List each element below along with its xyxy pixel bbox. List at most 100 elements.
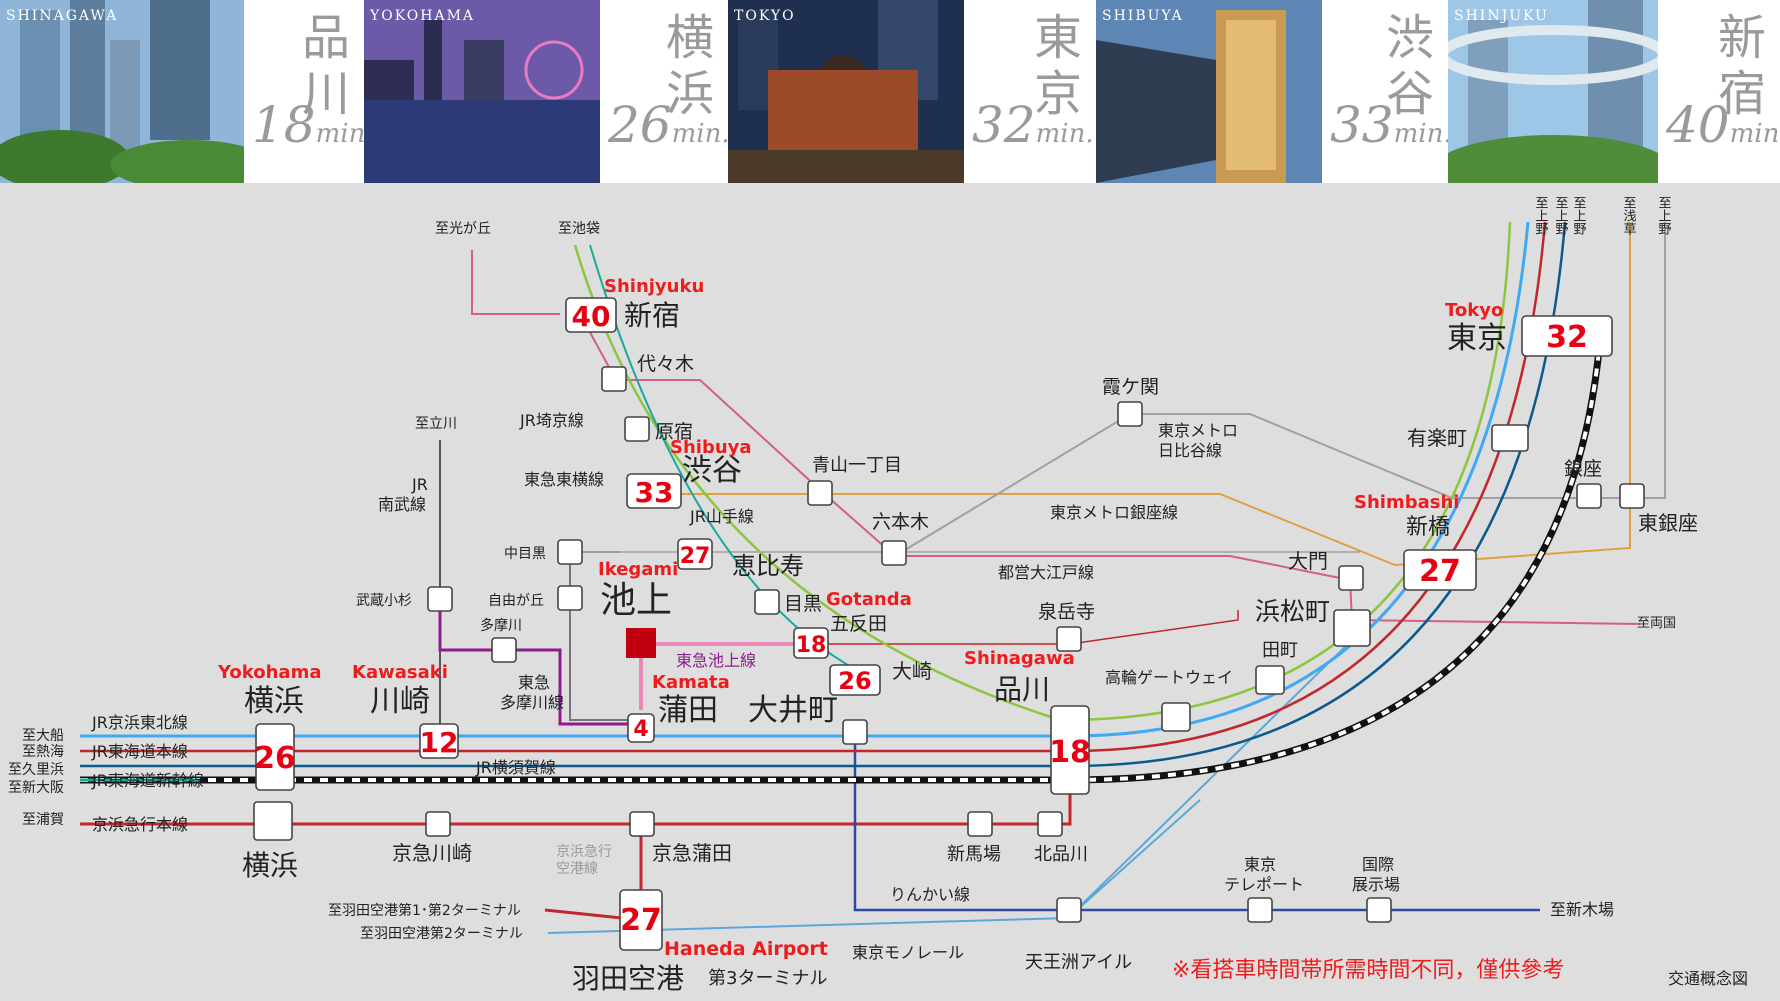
line-keikyu: 京浜急行本線 bbox=[92, 815, 188, 834]
station-ebisu: 恵比寿 bbox=[732, 552, 804, 580]
dir-ueno-c: 至上野 bbox=[1571, 196, 1587, 235]
station-shimbashi: 新橋 bbox=[1406, 515, 1450, 540]
station-musashikosugi: 武蔵小杉 bbox=[356, 593, 412, 609]
station-tamachi: 田町 bbox=[1262, 640, 1298, 661]
shinagawa-photo: SHINAGAWA bbox=[0, 0, 244, 183]
yokohama-time-card: 横浜 26min. bbox=[600, 0, 728, 183]
rinkai-line bbox=[855, 730, 1540, 910]
shinkansen-dash bbox=[80, 340, 1600, 780]
station-ginza: 銀座 bbox=[1564, 458, 1602, 480]
line-saikyo: JR埼京線 bbox=[519, 411, 584, 430]
home-marker bbox=[626, 628, 656, 658]
station-marker-yoyogi bbox=[602, 367, 626, 391]
en-shinjuku: Shinjyuku bbox=[604, 276, 704, 297]
time-kawasaki: 12 bbox=[420, 726, 459, 759]
time-tokyo: 32 bbox=[1546, 320, 1588, 355]
shibuya-photo: SHIBUYA bbox=[1096, 0, 1322, 183]
time-shibuya: 33 bbox=[635, 476, 674, 509]
station-marker-keikyu-kawasaki bbox=[426, 812, 450, 836]
station-sengakuji: 泉岳寺 bbox=[1038, 601, 1095, 623]
line-tokaido: JR東海道本線 bbox=[91, 742, 188, 761]
shibuya-time-card: 渋谷 33min. bbox=[1322, 0, 1448, 183]
time-yokohama: 26 bbox=[254, 741, 296, 776]
station-oimachi: 大井町 bbox=[748, 693, 838, 728]
dir-haneda-t12: 至羽田空港第1･第2ターミナル bbox=[328, 902, 521, 919]
station-marker-harajuku bbox=[625, 417, 649, 441]
en-shibuya: Shibuya bbox=[670, 437, 752, 458]
tokyo-photo: TOKYO bbox=[728, 0, 964, 183]
station-marker-daimon bbox=[1339, 566, 1363, 590]
station-keikyu-kawasaki: 京急川崎 bbox=[392, 841, 472, 865]
dir-haneda-t2: 至羽田空港第2ターミナル bbox=[360, 925, 523, 942]
banner-minutes: 32min. bbox=[972, 96, 1094, 154]
station-kawasaki: 川崎 bbox=[370, 684, 430, 719]
station-marker-kitashinagawa bbox=[1038, 812, 1062, 836]
en-shinagawa: Shinagawa bbox=[964, 648, 1075, 669]
station-marker-yokohama-keikyu bbox=[254, 802, 292, 840]
dir-ryogoku: 至両国 bbox=[1637, 616, 1676, 631]
station-kokusai: 国際展示場 bbox=[1352, 855, 1400, 894]
station-kitashinagawa: 北品川 bbox=[1034, 844, 1088, 865]
station-jiyugaoka: 自由が丘 bbox=[488, 593, 544, 609]
station-gotanda: 五反田 bbox=[830, 613, 887, 635]
oedo-line bbox=[472, 250, 560, 314]
map-legend-title: 交通概念図 bbox=[1668, 969, 1748, 988]
station-marker-ginza bbox=[1577, 484, 1601, 508]
line-hibiya: 東京メトロ日比谷線 bbox=[1158, 421, 1238, 460]
dir-ikebukuro: 至池袋 bbox=[558, 221, 600, 237]
line-ginza: 東京メトロ銀座線 bbox=[1050, 503, 1178, 522]
shinkansen-track bbox=[80, 340, 1600, 780]
dir-asakusa: 至浅草 bbox=[1621, 196, 1637, 235]
en-yokohama: Yokohama bbox=[217, 662, 321, 683]
time-shinjuku: 40 bbox=[572, 300, 611, 333]
station-kasumigaseki: 霞ケ関 bbox=[1102, 376, 1159, 398]
station-marker-takanawa bbox=[1162, 703, 1190, 731]
disclaimer-note: ※看搭車時間帯所需時間不同，僅供參考 bbox=[1172, 958, 1564, 983]
station-marker-kasumigaseki bbox=[1118, 402, 1142, 426]
station-marker-musashikosugi bbox=[428, 587, 452, 611]
station-yokohama: 横浜 bbox=[244, 684, 304, 719]
tokyo-time-card: 東京 32min. bbox=[964, 0, 1096, 183]
station-keikyu-kamata: 京急蒲田 bbox=[652, 841, 732, 865]
station-takanawa: 高輪ゲートウェイ bbox=[1105, 668, 1233, 687]
banner-caption: TOKYO bbox=[734, 8, 796, 24]
station-haneda-t3: 第3ターミナル bbox=[708, 968, 827, 989]
station-marker-roppongi bbox=[882, 541, 906, 565]
dir-ofuna: 至大船 bbox=[22, 728, 64, 744]
line-keikyu-airport: 京浜急行空港線 bbox=[556, 844, 612, 877]
time-shinagawa: 18 bbox=[1049, 735, 1091, 770]
keikyu-line bbox=[80, 716, 1070, 824]
station-marker-yurakucho bbox=[1492, 425, 1528, 451]
station-marker-shinbamba bbox=[968, 812, 992, 836]
station-daimon: 大門 bbox=[1288, 549, 1328, 573]
station-shinbamba: 新馬場 bbox=[947, 844, 1001, 865]
station-marker-nakameguro bbox=[558, 540, 582, 564]
station-marker-tamachi bbox=[1256, 666, 1284, 694]
time-shimbashi: 27 bbox=[1419, 554, 1461, 589]
line-rinkai: りんかい線 bbox=[890, 885, 970, 904]
dir-ueno-d: 至上野 bbox=[1656, 196, 1672, 235]
banner-caption: SHINAGAWA bbox=[6, 8, 118, 24]
station-yokohama-keikyu: 横浜 bbox=[242, 849, 298, 882]
station-hamamatsucho: 浜松町 bbox=[1255, 597, 1330, 626]
station-shibuya: 渋谷 bbox=[682, 453, 742, 488]
dir-higashigaoka: 至光が丘 bbox=[435, 221, 491, 237]
station-higashiginza: 東銀座 bbox=[1638, 511, 1698, 535]
station-tennozu: 天王洲アイル bbox=[1025, 952, 1132, 973]
station-haneda: 羽田空港 bbox=[572, 962, 684, 995]
time-haneda: 27 bbox=[620, 903, 662, 938]
station-marker-jiyugaoka bbox=[558, 586, 582, 610]
station-marker-kokusai bbox=[1367, 898, 1391, 922]
station-shinjuku: 新宿 bbox=[624, 299, 680, 332]
en-kamata: Kamata bbox=[652, 672, 730, 693]
time-oimachi: 26 bbox=[838, 667, 871, 695]
line-toyoko: 東急東横線 bbox=[524, 470, 604, 489]
shinjuku-photo: SHINJUKU bbox=[1448, 0, 1658, 183]
station-tamagawa: 多摩川 bbox=[480, 617, 522, 634]
station-marker-tennozu bbox=[1057, 898, 1081, 922]
station-shinagawa: 品川 bbox=[994, 673, 1050, 706]
station-roppongi: 六本木 bbox=[872, 511, 929, 533]
station-meguro: 目黒 bbox=[784, 593, 822, 615]
en-shimbashi: Shimbashi bbox=[1354, 492, 1459, 513]
en-tokyo: Tokyo bbox=[1445, 300, 1503, 321]
